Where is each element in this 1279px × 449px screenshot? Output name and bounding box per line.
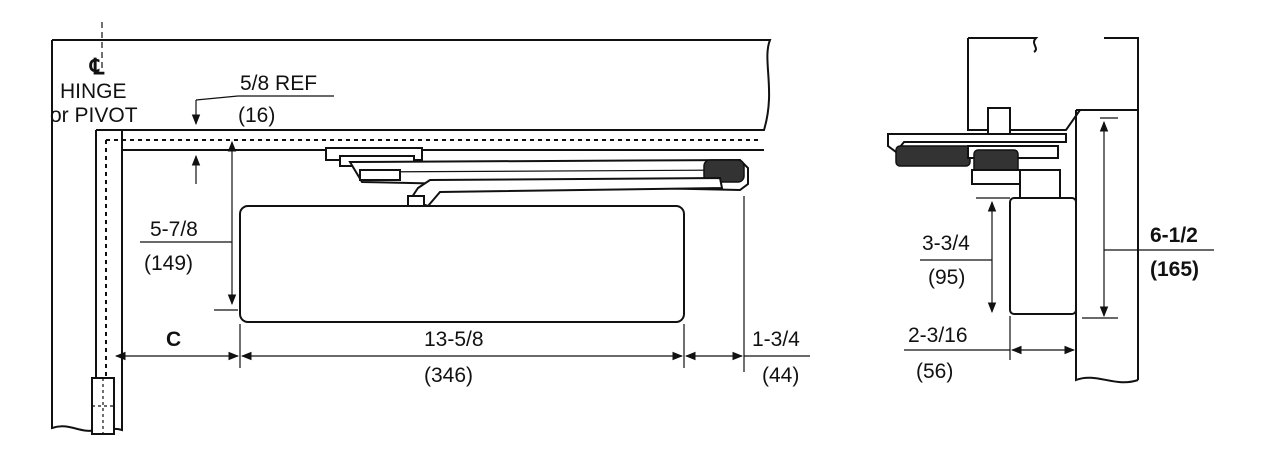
dim-side-height-top: 3-3/4 bbox=[922, 232, 970, 255]
dim-ref-bottom: (16) bbox=[238, 104, 275, 127]
dim-arm-top: 1-3/4 bbox=[752, 328, 800, 351]
centerline-symbol: ℄ bbox=[89, 54, 105, 79]
side-mount-plate bbox=[887, 133, 1067, 154]
dim-side-height-bottom: (95) bbox=[928, 266, 965, 289]
forearm bbox=[408, 176, 724, 208]
centerline-label-pivot: or PIVOT bbox=[50, 104, 138, 127]
dim-height-top: 5-7/8 bbox=[150, 218, 198, 241]
dim-c-label: C bbox=[166, 328, 181, 351]
dim-side-depth-top: 2-3/16 bbox=[908, 324, 968, 347]
dim-ref-top: 5/8 REF bbox=[240, 72, 317, 95]
dim-side-depth-bottom: (56) bbox=[916, 360, 953, 383]
front-view bbox=[51, 22, 810, 435]
dotted-stop-line bbox=[105, 139, 758, 380]
side-closer-body bbox=[1009, 197, 1077, 315]
dim-height-bottom: (149) bbox=[144, 252, 193, 275]
side-view bbox=[887, 37, 1214, 384]
dim-side-overall-bottom: (165) bbox=[1150, 258, 1199, 281]
dim-arm-bottom: (44) bbox=[762, 364, 799, 387]
side-door-slab bbox=[1075, 109, 1139, 384]
closer-body bbox=[239, 205, 685, 323]
centerline-label-hinge: HINGE bbox=[60, 80, 127, 103]
dim-side-overall-top: 6-1/2 bbox=[1150, 224, 1198, 247]
dim-length-bottom: (346) bbox=[424, 364, 473, 387]
frame-outline bbox=[52, 39, 772, 151]
dim-length-top: 13-5/8 bbox=[424, 328, 484, 351]
